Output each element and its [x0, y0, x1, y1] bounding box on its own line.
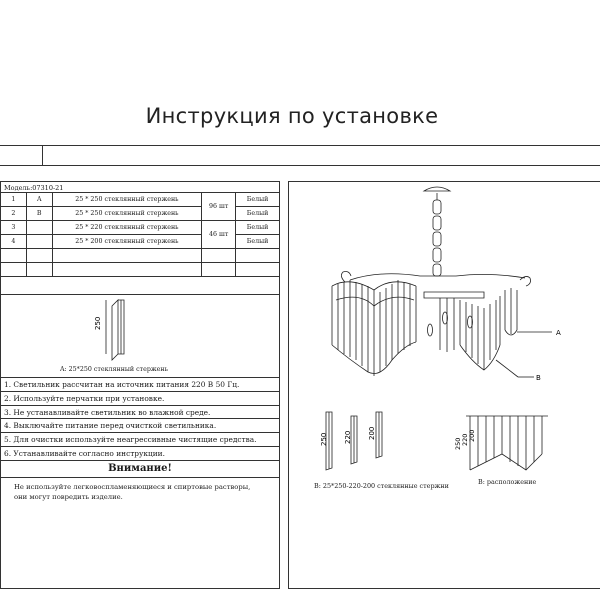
label-a: A — [556, 329, 561, 337]
rod-a-drawing — [105, 299, 125, 361]
header-cell — [0, 146, 43, 165]
table-row — [0, 248, 280, 263]
parts-table: 1 A 25 * 250 стеклянный стержень 96 шт Б… — [0, 192, 280, 277]
rod-a-dimension: 250 — [94, 317, 102, 330]
header-strip — [0, 145, 600, 166]
label-b: B — [536, 374, 541, 382]
note-item: 4. Выключайте питание перед очисткой све… — [0, 418, 280, 432]
left-panel — [0, 181, 280, 589]
rod-spec-area — [0, 294, 280, 377]
warning-text: Не используйте легковоспламеняющиеся и с… — [0, 478, 280, 502]
rods-drawing — [325, 411, 383, 471]
layout-dimension: 200 — [468, 430, 476, 442]
note-item: 3. Не устанавливайте светильник во влажн… — [0, 404, 280, 419]
warning-line: они могут повредить изделие. — [14, 492, 123, 501]
table-row — [0, 262, 280, 277]
table-row: 2 B 25 * 250 стеклянный стержень Белый — [0, 206, 280, 221]
page-title: Инструкция по установке — [145, 104, 439, 128]
model-number: Модель:07310-21 — [4, 184, 64, 192]
warning-line: Не используйте легковоспламеняющиеся и с… — [14, 482, 251, 491]
part-quantity: 46 шт — [201, 220, 237, 249]
note-item: 5. Для очистки используйте неагрессивные… — [0, 432, 280, 446]
layout-dimension: 220 — [461, 434, 469, 446]
layout-dimension: 250 — [454, 438, 462, 450]
note-item: 6. Устанавливайте согласно инструкции. — [0, 445, 280, 460]
rod-caption: A: 25*250 стеклянный стержень — [60, 366, 169, 373]
note-item: 2. Используйте перчатки при установке. — [0, 390, 280, 405]
note-item: 1. Светильник рассчитан на источник пита… — [0, 377, 280, 391]
layout-caption: B: расположение — [478, 478, 537, 486]
rod-dimension: 220 — [344, 431, 352, 444]
warning-title: Внимание! — [0, 459, 280, 478]
layout-drawing — [466, 415, 548, 471]
table-row: 4 25 * 200 стеклянный стержень Белый — [0, 234, 280, 249]
rod-dimension: 250 — [320, 433, 328, 446]
chandelier-drawing — [331, 186, 552, 378]
notes-list: 1. Светильник рассчитан на источник пита… — [0, 377, 280, 502]
right-panel — [288, 181, 600, 589]
rod-dimension: 200 — [368, 427, 376, 440]
rods-caption: B: 25*250-220-200 стеклянные стержни — [314, 482, 449, 490]
